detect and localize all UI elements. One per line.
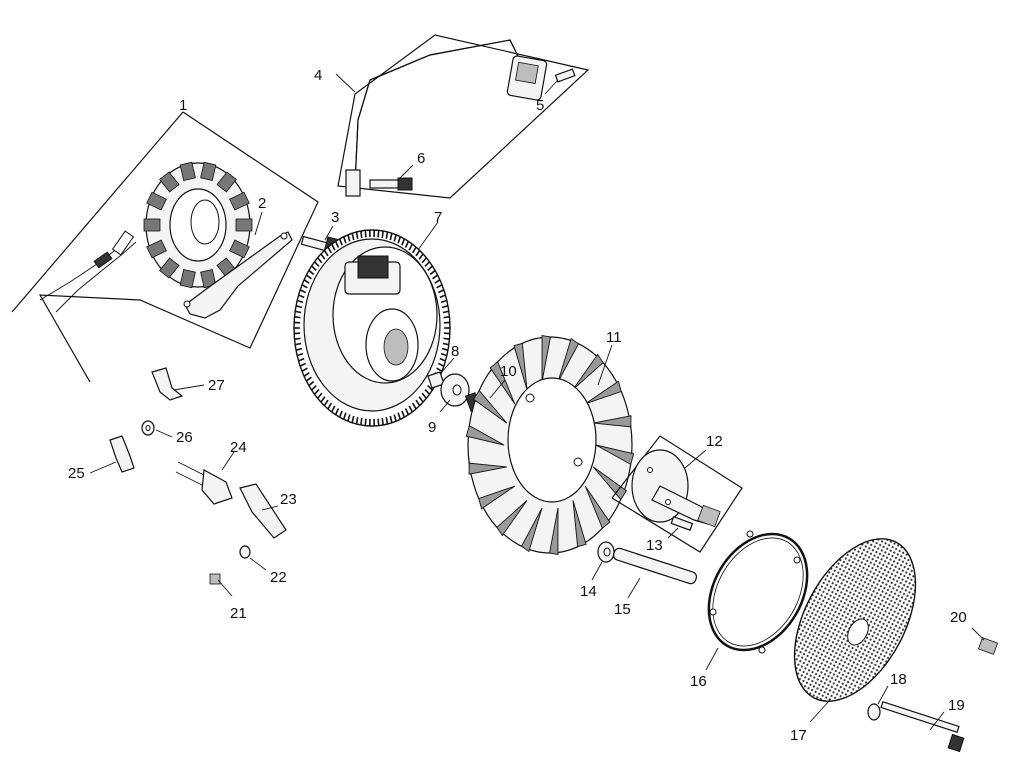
flywheel-icon	[294, 230, 450, 426]
fan-hub-icon	[632, 450, 720, 527]
callout-17: 17	[790, 727, 807, 744]
stator-coil-icon	[236, 219, 252, 231]
wire-clamp-icon	[152, 368, 182, 400]
washer-icon	[868, 704, 880, 720]
gear-tooth	[361, 418, 362, 425]
callout-12: 12	[706, 433, 723, 450]
gear-tooth	[295, 338, 301, 339]
callout-19: 19	[948, 697, 965, 714]
callout-26: 26	[176, 429, 193, 446]
washer-icon	[441, 374, 469, 406]
callout-8: 8	[451, 343, 459, 360]
callout-23: 23	[280, 491, 297, 508]
wire-clamp-icon	[110, 436, 134, 472]
gear-tooth	[382, 231, 383, 238]
cooling-fan-icon	[466, 335, 633, 554]
gear-tooth	[378, 230, 379, 237]
callout-22: 22	[270, 569, 287, 586]
callout-25: 25	[68, 465, 85, 482]
callout-4: 4	[314, 67, 322, 84]
callout-9: 9	[428, 419, 436, 436]
callout-1: 1	[179, 97, 187, 114]
bolt-icon	[556, 69, 575, 82]
bolt-icon	[671, 517, 692, 530]
callout-10: 10	[500, 363, 517, 380]
stator-group	[12, 112, 318, 382]
gear-tooth	[378, 419, 379, 426]
callout-27: 27	[208, 377, 225, 394]
callout-13: 13	[646, 537, 663, 554]
callout-3: 3	[331, 209, 339, 226]
bolt-icon	[210, 574, 220, 584]
ignition-lead-group	[338, 35, 588, 198]
callout-6: 6	[417, 150, 425, 167]
gear-tooth	[365, 419, 366, 426]
ignition-lead-icon	[346, 40, 547, 196]
callout-2: 2	[258, 195, 266, 212]
gear-tooth	[382, 418, 383, 425]
callout-15: 15	[614, 601, 631, 618]
callout-11: 11	[606, 329, 622, 346]
callout-16: 16	[690, 673, 707, 690]
gear-tooth	[361, 231, 362, 238]
callout-14: 14	[580, 583, 597, 600]
washer-icon	[240, 546, 250, 558]
set-screw-icon	[978, 638, 997, 655]
callout-7: 7	[434, 209, 442, 226]
spark-plug-terminal-icon	[370, 178, 412, 190]
gear-tooth	[365, 230, 366, 237]
washer-icon	[142, 421, 154, 435]
stator-coil-icon	[144, 219, 160, 231]
callout-18: 18	[890, 671, 907, 688]
callout-24: 24	[230, 439, 247, 456]
gear-tooth	[444, 317, 450, 318]
callout-20: 20	[950, 609, 967, 626]
gear-tooth	[444, 338, 450, 339]
callout-21: 21	[230, 605, 247, 622]
washer-icon	[598, 542, 614, 562]
callout-5: 5	[536, 97, 544, 114]
gear-tooth	[295, 317, 301, 318]
stator-leads-icon	[40, 231, 136, 312]
